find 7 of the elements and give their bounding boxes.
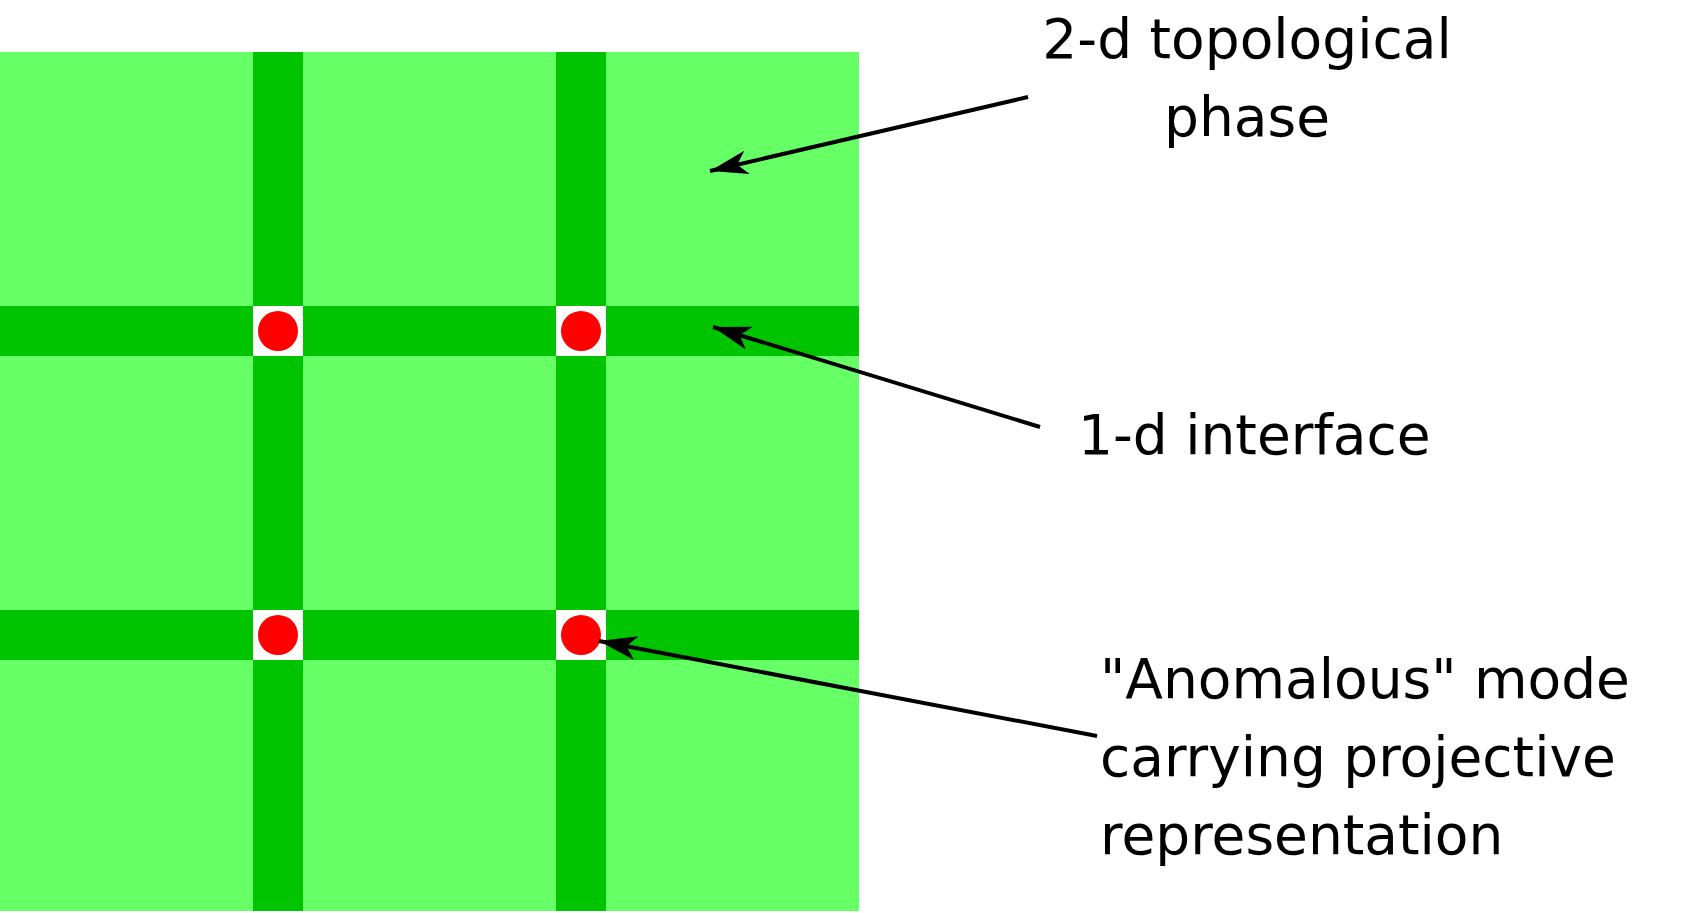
leader-arrow	[709, 95, 1029, 175]
annotation-text: 2-d topological phase	[1032, 0, 1462, 156]
annotation-text: "Anomalous" mode carrying projective representation	[1100, 640, 1700, 874]
phase-region	[0, 52, 859, 911]
leader-arrow	[598, 636, 1098, 738]
annotation-text: 1-d interface	[1078, 396, 1598, 474]
leader-arrow	[712, 325, 1041, 429]
